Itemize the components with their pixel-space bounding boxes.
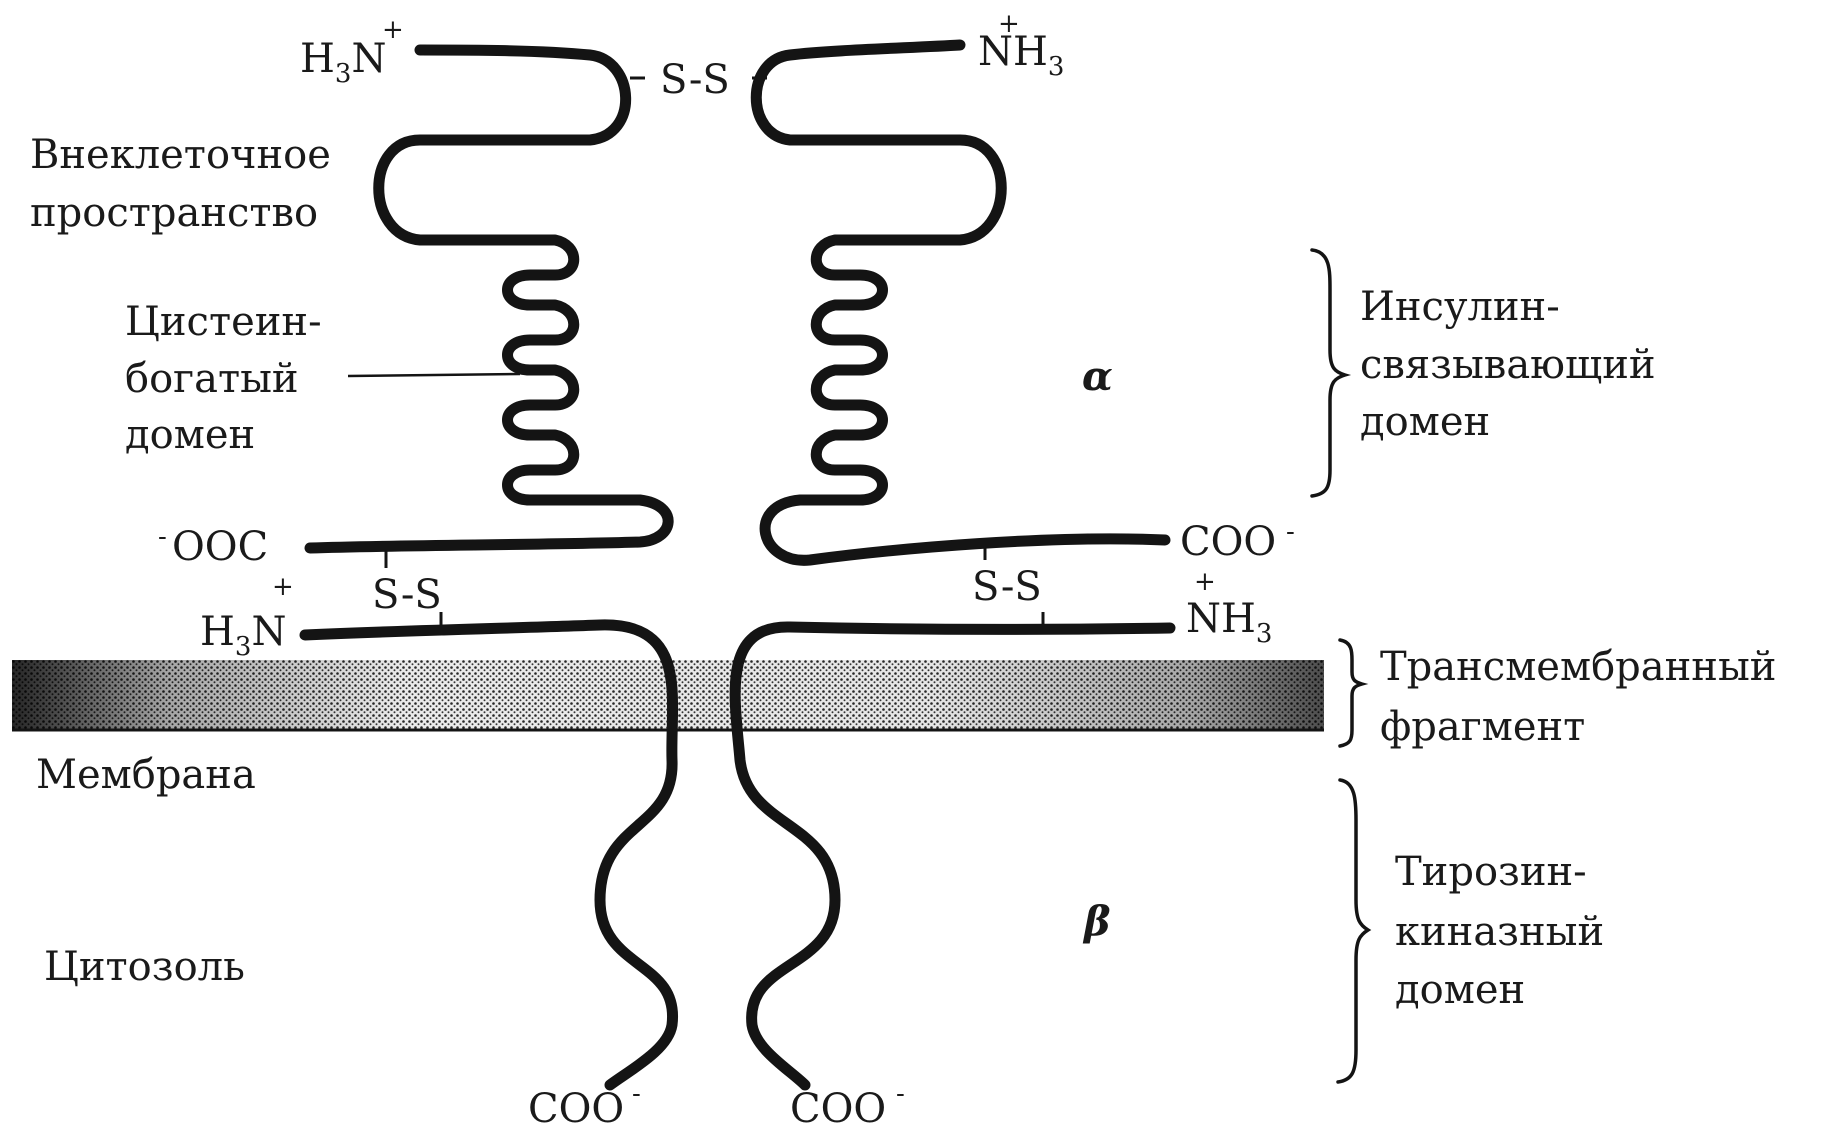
- svg-text:+: +: [1194, 567, 1216, 597]
- svg-text:+: +: [382, 15, 404, 45]
- svg-text:-: -: [632, 1079, 641, 1109]
- extracellular-label-line1: Внеклеточное: [30, 132, 331, 178]
- alpha-chain-right: [756, 45, 1165, 560]
- svg-text:COO: COO: [528, 1086, 624, 1132]
- svg-text:-: -: [1286, 517, 1295, 547]
- tk-label-line3: домен: [1395, 967, 1525, 1013]
- svg-text:H3N: H3N: [200, 609, 286, 662]
- svg-text:-: -: [896, 1079, 905, 1109]
- transmembrane-brace: [1340, 640, 1362, 746]
- tk-label-line2: киназный: [1395, 909, 1604, 955]
- nh3-top-right: NH3 +: [978, 9, 1064, 82]
- svg-text:-: -: [158, 522, 167, 552]
- tyrosine-kinase-brace: [1338, 780, 1368, 1082]
- h3n-top-left: H3N +: [300, 15, 404, 89]
- membrane-label: Мембрана: [36, 752, 256, 798]
- svg-text:COO: COO: [1180, 519, 1276, 565]
- svg-text:+: +: [998, 9, 1020, 39]
- ss-right: S-S: [972, 564, 1042, 610]
- insulin-binding-brace: [1312, 250, 1345, 496]
- insulin-label-line3: домен: [1360, 399, 1490, 445]
- cys-leader-line: [348, 374, 520, 376]
- cytosol-label: Цитозоль: [44, 944, 245, 990]
- ss-left: S-S: [372, 572, 442, 618]
- ss-top: S-S: [660, 57, 730, 103]
- beta-label: β: [1082, 898, 1111, 945]
- extracellular-label-line2: пространство: [30, 190, 318, 236]
- coo-right: COO -: [1180, 517, 1295, 565]
- svg-text:COO: COO: [790, 1086, 886, 1132]
- svg-text:NH3: NH3: [1186, 596, 1272, 649]
- cys-label-line1: Цистеин-: [125, 299, 322, 345]
- insulin-label-line2: связывающий: [1360, 342, 1656, 388]
- svg-text:NH3: NH3: [978, 29, 1064, 82]
- transmembrane-label-line1: Трансмембранный: [1380, 644, 1776, 690]
- svg-text:+: +: [272, 572, 294, 602]
- coo-bottom-left: COO -: [528, 1079, 641, 1132]
- svg-text:H3N: H3N: [300, 36, 386, 89]
- alpha-chain-left: [310, 50, 668, 548]
- tk-label-line1: Тирозин-: [1395, 849, 1587, 895]
- ooc-left: - OOC: [158, 522, 268, 570]
- cys-label-line2: богатый: [125, 356, 299, 402]
- nh3-middle-right: NH3 +: [1186, 567, 1272, 649]
- coo-bottom-right: COO -: [790, 1079, 905, 1132]
- h3n-middle-left: H3N +: [200, 572, 294, 662]
- svg-text:OOC: OOC: [172, 524, 268, 570]
- cys-label-line3: домен: [125, 412, 255, 458]
- insulin-label-line1: Инсулин-: [1360, 284, 1560, 330]
- alpha-label: α: [1082, 353, 1113, 400]
- transmembrane-label-line2: фрагмент: [1380, 704, 1585, 750]
